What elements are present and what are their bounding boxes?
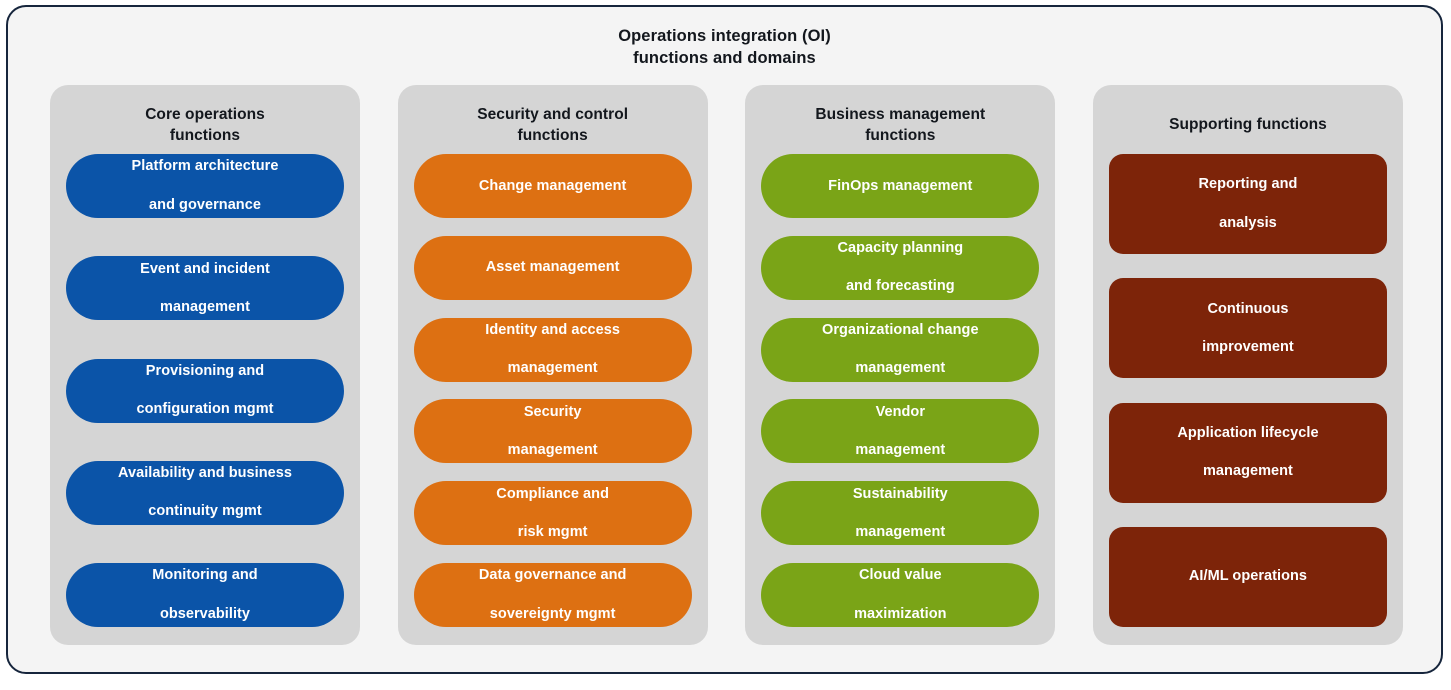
column-title-supporting-functions: Supporting functions	[1109, 104, 1387, 146]
column-title-line-1: Security and control	[477, 106, 629, 123]
pill-label-line-2: and forecasting	[845, 278, 955, 295]
pill-label-line-1: Reporting and	[1198, 176, 1298, 193]
column-business-management: Business management functions FinOps man…	[745, 85, 1056, 645]
pill-label-line-1: Asset management	[485, 259, 620, 276]
pill-change-management[interactable]: Change management	[413, 154, 692, 219]
pill-label-line-2: sovereignty mgmt	[489, 605, 616, 622]
pill-label-line-2: continuity mgmt	[148, 503, 262, 520]
pill-monitoring-and-observability[interactable]: Monitoring and observability	[66, 562, 344, 627]
pill-provisioning-and-configuration-mgmt[interactable]: Provisioning and configuration mgmt	[66, 358, 344, 423]
pill-label-line-2: configuration mgmt	[136, 401, 274, 418]
pill-label-line-2: risk mgmt	[517, 523, 588, 540]
pill-label-line-2: management	[1202, 463, 1293, 480]
pill-label-line-2: management	[855, 523, 946, 540]
column-core-operations: Core operations functions Platform archi…	[50, 85, 360, 645]
pill-asset-management[interactable]: Asset management	[413, 235, 692, 300]
pill-reporting-and-analysis[interactable]: Reporting and analysis	[1108, 154, 1387, 254]
column-title-line-2: functions	[865, 127, 936, 145]
pill-label-line-1: Availability and business	[118, 465, 292, 482]
pill-compliance-and-risk-mgmt[interactable]: Compliance and risk mgmt	[413, 481, 692, 546]
pill-cloud-value-maximization[interactable]: Cloud value maximization	[761, 562, 1040, 627]
pill-list-supporting-functions: Reporting and analysis Continuous improv…	[1108, 150, 1387, 627]
column-title-line-1: Core operations	[145, 106, 265, 123]
pill-label-line-1: Organizational change	[822, 322, 979, 338]
column-title-core-operations: Core operations functions	[66, 104, 344, 146]
pill-list-business-management: FinOps management Capacity planning and …	[761, 150, 1040, 627]
pill-label-line-1: Capacity planning	[837, 240, 964, 257]
column-title-business-management: Business management functions	[761, 104, 1039, 146]
pill-label-line-1: Cloud value	[858, 567, 942, 584]
pill-application-lifecycle-management[interactable]: Application lifecycle management	[1108, 402, 1387, 503]
diagram-frame: Operations integration (OI) functions an…	[6, 5, 1443, 674]
column-title-line-1: Business management	[815, 106, 986, 123]
pill-label-line-1: Event and incident	[140, 260, 270, 277]
pill-label-line-2: management	[507, 442, 598, 459]
pill-sustainability-management[interactable]: Sustainability management	[761, 481, 1040, 546]
column-title-line-2: functions	[169, 127, 241, 145]
pill-continuous-improvement[interactable]: Continuous improvement	[1108, 278, 1387, 379]
pill-label-line-2: observability	[159, 605, 251, 622]
pill-label-line-1: Continuous	[1207, 300, 1289, 317]
pill-label-line-1: Vendor	[875, 403, 926, 420]
pill-organizational-change-management[interactable]: Organizational change management	[761, 317, 1040, 382]
pill-label-line-1: Sustainability	[852, 485, 948, 502]
pill-list-security-and-control: Change management Asset management Ident…	[413, 150, 692, 627]
pill-event-and-incident-management[interactable]: Event and incident management	[66, 256, 344, 321]
pill-label-line-2: analysis	[1219, 214, 1277, 231]
diagram-title-line-1: Operations integration (OI)	[618, 27, 831, 45]
column-supporting-functions: Supporting functions Reporting and analy…	[1092, 85, 1403, 645]
pill-label-line-1: Security	[523, 403, 582, 420]
pill-label-line-1: Provisioning and	[145, 362, 265, 379]
pill-finops-management[interactable]: FinOps management	[761, 154, 1040, 219]
pill-label-line-1: Data governance and	[478, 567, 627, 584]
pill-label-line-1: Application lifecycle	[1177, 424, 1319, 441]
column-security-and-control: Security and control functions Change ma…	[397, 85, 708, 645]
pill-label-line-1: Monitoring and	[152, 567, 258, 584]
pill-label-line-2: and governance	[149, 196, 261, 213]
function-columns: Core operations functions Platform archi…	[50, 85, 1403, 645]
pill-platform-architecture-and-governance[interactable]: Platform architecture and governance	[66, 154, 344, 219]
pill-label-line-1: FinOps management	[828, 177, 973, 194]
pill-availability-and-business-continuity-mgmt[interactable]: Availability and business continuity mgm…	[66, 460, 344, 525]
pill-label-line-2: improvement	[1202, 338, 1294, 355]
pill-label-line-1: Change management	[478, 177, 627, 194]
pill-label-line-2: management	[507, 360, 598, 377]
pill-data-governance-and-sovereignty-mgmt[interactable]: Data governance and sovereignty mgmt	[413, 562, 692, 627]
pill-capacity-planning-and-forecasting[interactable]: Capacity planning and forecasting	[761, 235, 1040, 300]
pill-security-management[interactable]: Security management	[413, 399, 692, 464]
pill-ai-ml-operations[interactable]: AI/ML operations	[1108, 526, 1387, 627]
diagram-title-line-2: functions and domains	[633, 48, 816, 67]
column-title-line-1: Supporting functions	[1169, 116, 1327, 134]
pill-vendor-management[interactable]: Vendor management	[761, 399, 1040, 464]
pill-label-line-2: management	[855, 360, 946, 377]
pill-label-line-2: management	[855, 442, 946, 459]
pill-label-line-1: Identity and access	[485, 322, 621, 338]
pill-identity-and-access-management[interactable]: Identity and access management	[413, 317, 692, 382]
diagram-title: Operations integration (OI) functions an…	[8, 26, 1441, 70]
pill-label-line-2: management	[160, 298, 250, 315]
column-title-line-2: functions	[517, 127, 588, 145]
pill-label-line-1: Platform architecture	[131, 158, 279, 175]
column-title-security-and-control: Security and control functions	[414, 104, 692, 146]
pill-list-core-operations: Platform architecture and governance Eve…	[66, 150, 344, 627]
pill-label-line-2: maximization	[854, 605, 947, 622]
pill-label-line-1: AI/ML operations	[1188, 568, 1308, 585]
pill-label-line-1: Compliance and	[496, 485, 609, 502]
